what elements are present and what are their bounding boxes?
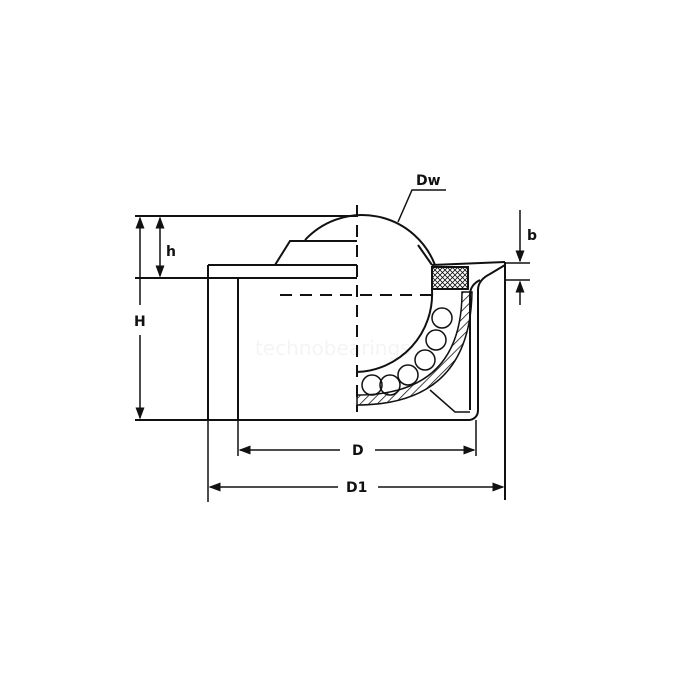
dimension-Dw: Dw <box>397 173 446 223</box>
watermark: technobearings <box>255 336 411 360</box>
label-b: b <box>527 228 537 244</box>
label-Dw: Dw <box>416 173 441 189</box>
label-D1: D1 <box>346 480 367 496</box>
ball-cup <box>356 291 473 406</box>
dimension-D1: D1 <box>207 420 505 502</box>
label-h: h <box>166 244 176 260</box>
dimension-h: h <box>155 216 176 278</box>
seal <box>431 266 469 290</box>
ball <box>274 214 436 373</box>
dimension-H: H <box>134 215 357 420</box>
housing <box>135 261 506 500</box>
dimension-b: b <box>505 210 537 305</box>
cup-support <box>429 389 470 413</box>
label-D: D <box>352 443 364 459</box>
label-H: H <box>134 314 146 330</box>
dimension-D: D <box>237 420 477 459</box>
